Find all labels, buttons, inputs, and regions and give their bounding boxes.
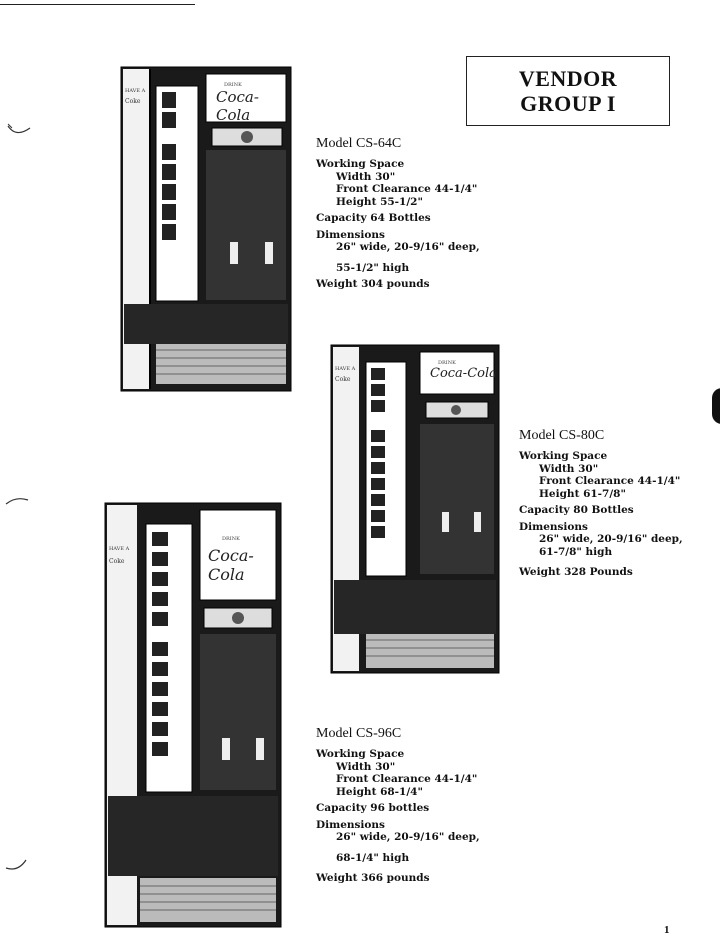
weight-value: Weight 304 pounds <box>316 278 430 290</box>
dimensions-line-1: 26" wide, 20-9/16" deep, <box>336 241 480 253</box>
dimensions-label: Dimensions <box>316 228 385 241</box>
coca-cola-logo: Coca-Cola <box>208 546 254 584</box>
capacity-value: Capacity 80 Bottles <box>519 504 634 516</box>
side-label: Coke <box>335 376 351 383</box>
capacity-value: Capacity 96 bottles <box>316 802 430 814</box>
width-value: Width 30" <box>539 462 599 475</box>
coca-cola-logo: Coca-Cola <box>430 366 497 381</box>
side-label: Coke <box>125 98 141 105</box>
dimensions-line-2: 61-7/8" high <box>539 545 613 558</box>
side-label-top: HAVE A <box>125 88 146 94</box>
width-value: Width 30" <box>336 760 396 773</box>
section-tab-marker <box>712 388 720 424</box>
width-value: Width 30" <box>336 170 396 183</box>
dimensions-label: Dimensions <box>519 520 588 533</box>
model-name: Model CS-64C <box>316 136 402 151</box>
vending-machine-cs80c: DRINK Coca-Cola HAVE A Coke <box>330 344 500 674</box>
dimensions-line-1: 26" wide, 20-9/16" deep, <box>539 533 683 545</box>
spec-block-cs80c: Model CS-80C Working Space Width 30" Fro… <box>519 428 683 579</box>
model-name: Model CS-96C <box>316 726 402 741</box>
model-name: Model CS-80C <box>519 428 605 443</box>
front-clearance-value: Front Clearance 44-1/4" <box>539 475 681 487</box>
margin-mark-1 <box>7 123 31 134</box>
weight-value: Weight 366 pounds <box>316 872 430 884</box>
side-label: Coke <box>109 558 125 565</box>
spec-block-cs96c: Model CS-96C Working Space Width 30" Fro… <box>316 726 480 885</box>
working-space-label: Working Space <box>316 158 405 170</box>
coca-cola-logo: Coca-Cola <box>216 88 259 124</box>
weight-value: Weight 328 Pounds <box>519 566 633 578</box>
height-value: Height 55-1/2" <box>336 195 423 208</box>
working-space-label: Working Space <box>316 748 405 760</box>
margin-mark-2 <box>5 498 29 505</box>
height-value: Height 61-7/8" <box>539 487 626 500</box>
working-space-label: Working Space <box>519 450 608 462</box>
page-number: 1 <box>664 924 670 936</box>
drink-label: DRINK <box>222 536 240 542</box>
vending-machine-cs64c: DRINK Coca-Cola HAVE A Coke <box>120 66 292 392</box>
drink-label: DRINK <box>224 82 242 88</box>
front-clearance-value: Front Clearance 44-1/4" <box>336 773 478 785</box>
side-label-top: HAVE A <box>109 546 130 552</box>
dimensions-line-1: 26" wide, 20-9/16" deep, <box>336 831 480 843</box>
title-line-1: VENDOR <box>518 66 618 91</box>
top-rule <box>0 4 195 5</box>
dimensions-line-2: 55-1/2" high <box>336 261 410 274</box>
title-line-2: GROUP I <box>520 91 616 116</box>
height-value: Height 68-1/4" <box>336 785 423 798</box>
side-label-top: HAVE A <box>335 366 356 372</box>
front-clearance-value: Front Clearance 44-1/4" <box>336 183 478 195</box>
drink-label: DRINK <box>438 360 456 366</box>
capacity-value: Capacity 64 Bottles <box>316 212 431 224</box>
dimensions-line-2: 68-1/4" high <box>336 851 410 864</box>
vending-machine-cs96c: DRINK Coca-Cola HAVE A Coke <box>104 502 282 928</box>
section-title-box: VENDOR GROUP I <box>466 56 670 126</box>
margin-mark-3 <box>5 859 27 870</box>
spec-block-cs64c: Model CS-64C Working Space Width 30" Fro… <box>316 136 480 291</box>
dimensions-label: Dimensions <box>316 818 385 831</box>
